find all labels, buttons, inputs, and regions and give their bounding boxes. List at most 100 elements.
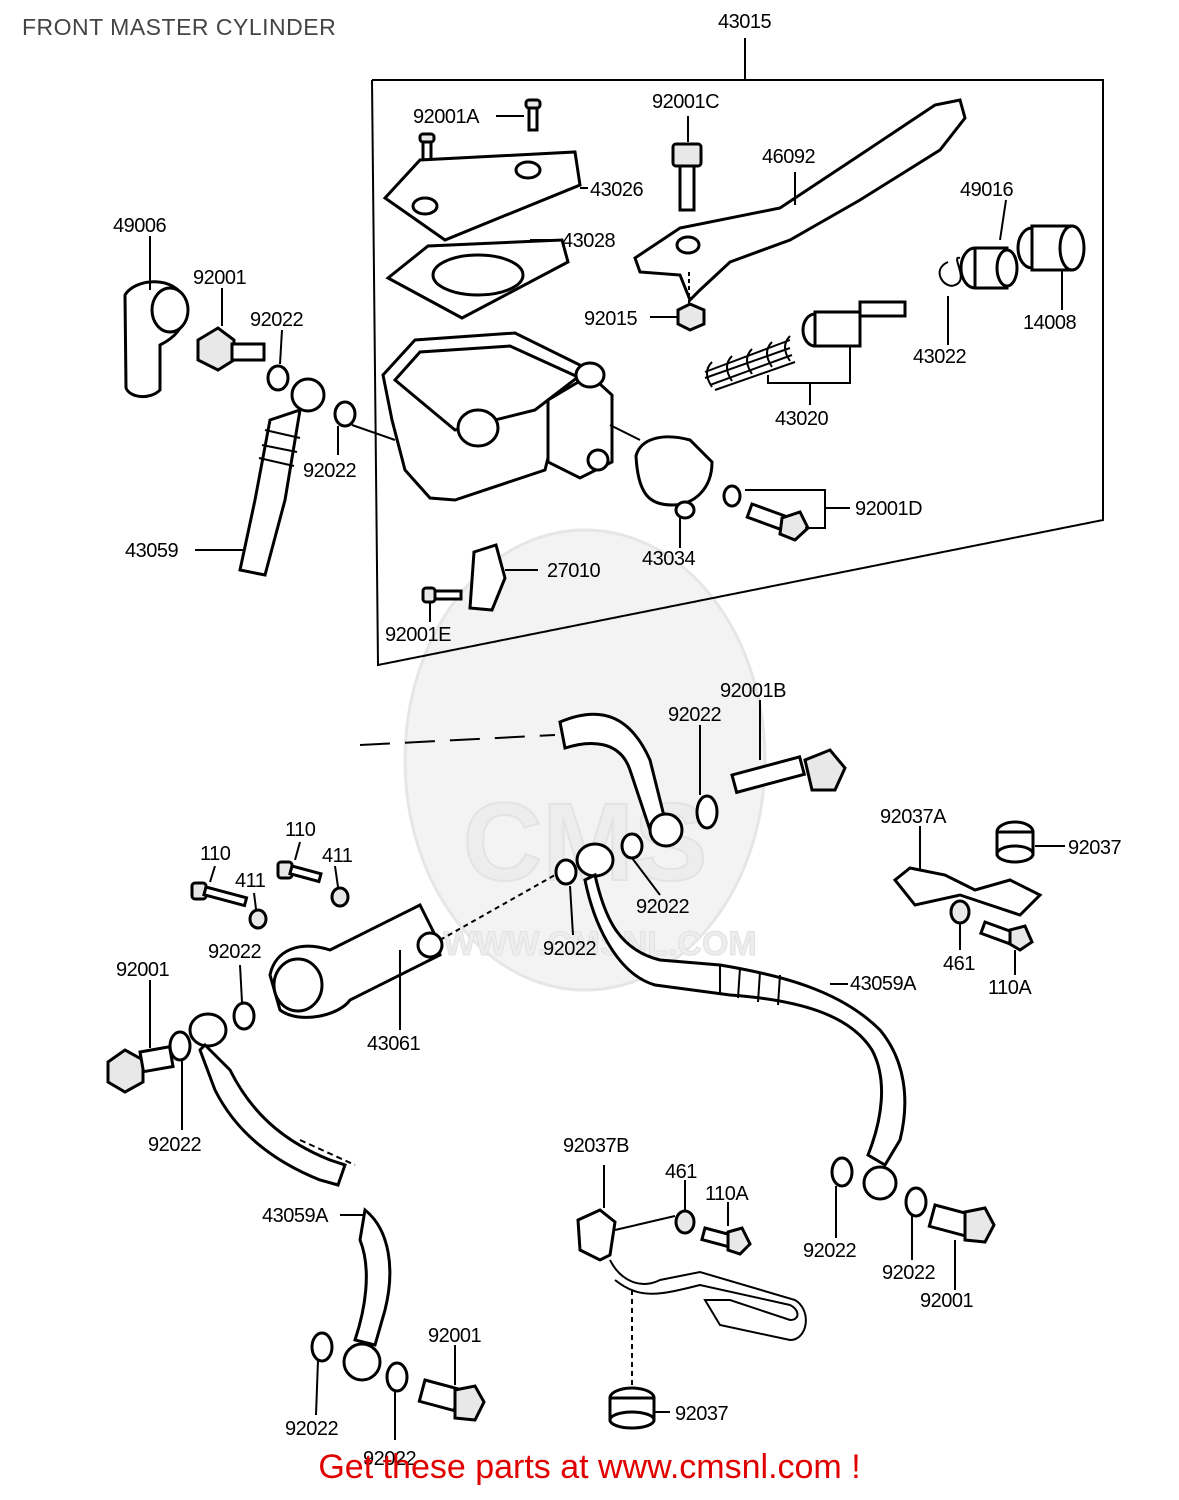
label-92037[interactable]: 92037 — [675, 1403, 729, 1425]
master-cylinder-body[interactable] — [381, 331, 614, 502]
label-92001C[interactable]: 92001C — [652, 91, 720, 113]
grommet-92037-bottom[interactable] — [608, 1386, 656, 1430]
screw-92001E[interactable] — [421, 586, 463, 604]
bolt-110-1[interactable] — [190, 881, 249, 908]
diaphragm-43028[interactable] — [385, 238, 570, 320]
label-110[interactable]: 110 — [285, 819, 316, 841]
banjo-bolt-92001-top[interactable] — [196, 326, 266, 372]
label-43059A[interactable]: 43059A — [850, 973, 918, 995]
label-49006[interactable]: 49006 — [113, 215, 167, 237]
washer-461-bottom[interactable] — [674, 1209, 696, 1235]
joint-43061[interactable] — [268, 902, 444, 1019]
washer-411-2[interactable] — [330, 886, 350, 908]
label-43061[interactable]: 43061 — [367, 1033, 421, 1055]
label-92001[interactable]: 92001 — [920, 1290, 974, 1312]
footer-link[interactable]: Get these parts at www.cmsnl.com ! — [318, 1448, 861, 1486]
bolt-92001C[interactable] — [671, 142, 703, 255]
washer-411-1[interactable] — [248, 908, 268, 930]
label-14008[interactable]: 14008 — [1023, 312, 1077, 334]
label-49016[interactable]: 49016 — [960, 179, 1014, 201]
label-92022[interactable]: 92022 — [636, 896, 690, 918]
label-92022[interactable]: 92022 — [668, 704, 722, 726]
bracket-92037B[interactable] — [576, 1208, 807, 1342]
bolt-110-2[interactable] — [276, 860, 323, 884]
label-92001[interactable]: 92001 — [428, 1325, 482, 1347]
label-43020[interactable]: 43020 — [775, 408, 829, 430]
label-411[interactable]: 411 — [235, 870, 266, 892]
nut-92015[interactable] — [676, 302, 706, 332]
hose-upper-segment[interactable] — [558, 712, 684, 848]
label-92001D[interactable]: 92001D — [855, 498, 923, 520]
bolt-92001D[interactable] — [745, 502, 810, 542]
label-110A[interactable]: 110A — [705, 1183, 750, 1205]
label-92037A[interactable]: 92037A — [880, 806, 948, 828]
label-461[interactable]: 461 — [665, 1161, 698, 1183]
label-92022[interactable]: 92022 — [882, 1262, 936, 1284]
washer-92022-bottom-2[interactable] — [385, 1361, 409, 1393]
label-92022[interactable]: 92022 — [250, 309, 304, 331]
label-110[interactable]: 110 — [200, 843, 231, 865]
reservoir-cap-43026[interactable] — [382, 150, 582, 242]
label-43059[interactable]: 43059 — [125, 540, 179, 562]
label-92022[interactable]: 92022 — [303, 460, 357, 482]
label-43059A[interactable]: 43059A — [262, 1205, 330, 1227]
washer-92022-left-2[interactable] — [168, 1030, 192, 1062]
label-92015[interactable]: 92015 — [584, 308, 638, 330]
bracket-92037A[interactable] — [892, 866, 1043, 917]
label-92022[interactable]: 92022 — [208, 941, 262, 963]
label-92001[interactable]: 92001 — [116, 959, 170, 981]
label-43028[interactable]: 43028 — [562, 230, 616, 252]
washer-92022-mid-2[interactable] — [554, 858, 578, 886]
grommet-92037-top[interactable] — [995, 820, 1035, 864]
label-411[interactable]: 411 — [322, 845, 353, 867]
lever-46092[interactable] — [633, 98, 967, 303]
label-27010[interactable]: 27010 — [547, 560, 601, 582]
bolt-110A-top[interactable] — [978, 920, 1034, 952]
spring-43020[interactable] — [704, 335, 796, 391]
banjo-bolt-92001-left[interactable] — [106, 1045, 175, 1094]
washer-92022-mid-3[interactable] — [620, 832, 644, 860]
washer-92022-right-1[interactable] — [830, 1156, 854, 1188]
washer-92022-left-1[interactable] — [232, 1001, 256, 1031]
label-92037B[interactable]: 92037B — [563, 1135, 630, 1157]
label-92037[interactable]: 92037 — [1068, 837, 1122, 859]
label-46092[interactable]: 46092 — [762, 146, 816, 168]
bolt-110A-bottom[interactable] — [700, 1226, 752, 1256]
washer-92022-top-1[interactable] — [266, 364, 290, 392]
banjo-bolt-92001B[interactable] — [730, 748, 847, 795]
banjo-bolt-92001-bottom[interactable] — [417, 1378, 486, 1422]
washer-461-top[interactable] — [949, 899, 971, 925]
label-43034[interactable]: 43034 — [642, 548, 696, 570]
label-92022[interactable]: 92022 — [285, 1418, 339, 1440]
label-92022[interactable]: 92022 — [543, 938, 597, 960]
screw-92001A-1[interactable] — [524, 98, 542, 132]
piston-43020[interactable] — [801, 300, 907, 348]
label-92022[interactable]: 92022 — [363, 1448, 417, 1470]
label-461[interactable]: 461 — [943, 953, 976, 975]
label-110A[interactable]: 110A — [988, 977, 1033, 999]
banjo-bolt-92001-right[interactable] — [927, 1203, 996, 1244]
clamp-43034[interactable] — [634, 435, 714, 520]
spacer-49016[interactable] — [959, 246, 1019, 290]
washer-92022-right-2[interactable] — [904, 1186, 928, 1218]
washer-92022-mid-1[interactable] — [695, 794, 719, 830]
label-43022[interactable]: 43022 — [913, 346, 967, 368]
label-92001[interactable]: 92001 — [193, 267, 247, 289]
washer-92022-top-2[interactable] — [333, 400, 357, 428]
label-92022[interactable]: 92022 — [148, 1134, 202, 1156]
label-92001E[interactable]: 92001E — [385, 624, 452, 646]
label-92001B[interactable]: 92001B — [720, 680, 787, 702]
clip-43022[interactable] — [938, 256, 962, 287]
hose-43059A-left[interactable] — [188, 1012, 392, 1382]
label-43026[interactable]: 43026 — [590, 179, 644, 201]
label-92022[interactable]: 92022 — [803, 1240, 857, 1262]
washer-92022-bottom-1[interactable] — [310, 1331, 334, 1363]
hose-43059[interactable] — [238, 377, 326, 577]
washer-92001D[interactable] — [722, 484, 742, 508]
pivot-collar-14008[interactable] — [1016, 224, 1086, 272]
switch-27010[interactable] — [468, 543, 507, 612]
boot-49006[interactable] — [123, 280, 190, 398]
label-92001A[interactable]: 92001A — [413, 106, 481, 128]
label-43015[interactable]: 43015 — [718, 11, 772, 33]
hose-43059A-right[interactable] — [575, 842, 907, 1201]
